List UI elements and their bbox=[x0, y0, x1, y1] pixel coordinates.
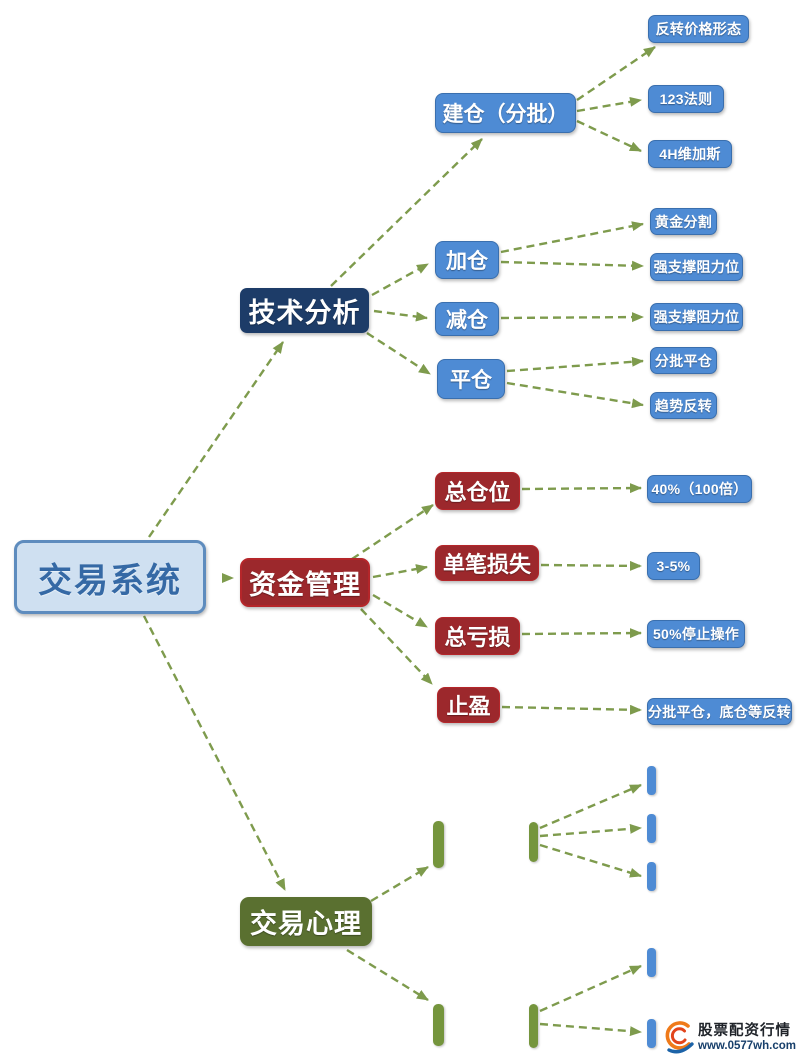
leaf-strong-support-resistance-2[interactable]: 强支撑阻力位 bbox=[650, 303, 743, 331]
leaf-reversal-price-pattern[interactable]: 反转价格形态 bbox=[648, 15, 749, 43]
leaf-trend-reversal[interactable]: 趋势反转 bbox=[650, 392, 717, 419]
node-total-position[interactable]: 总仓位 bbox=[435, 472, 520, 510]
leaf-strong-support-resistance-1[interactable]: 强支撑阻力位 bbox=[650, 253, 743, 281]
watermark-title: 股票配资行情 bbox=[698, 1022, 791, 1039]
node-reduce-position[interactable]: 减仓 bbox=[435, 302, 499, 336]
watermark: 股票配资行情 www.0577wh.com bbox=[662, 1019, 796, 1057]
collapsed-node-green-3[interactable] bbox=[433, 1004, 444, 1046]
collapsed-node-green-1[interactable] bbox=[433, 821, 444, 868]
leaf-4h-vegas[interactable]: 4H维加斯 bbox=[648, 140, 732, 168]
leaf-batch-close[interactable]: 分批平仓 bbox=[650, 347, 717, 374]
node-close-position[interactable]: 平仓 bbox=[437, 359, 505, 399]
node-total-loss[interactable]: 总亏损 bbox=[435, 617, 520, 655]
collapsed-leaf-blue-5[interactable] bbox=[647, 1019, 656, 1048]
node-open-position-batches[interactable]: 建仓（分批） bbox=[435, 93, 576, 133]
node-root[interactable]: 交易系统 bbox=[14, 540, 206, 614]
collapsed-leaf-blue-4[interactable] bbox=[647, 948, 656, 977]
node-take-profit[interactable]: 止盈 bbox=[437, 687, 500, 723]
node-single-trade-loss[interactable]: 单笔损失 bbox=[435, 545, 539, 581]
leaf-golden-ratio[interactable]: 黄金分割 bbox=[650, 208, 717, 235]
node-add-position[interactable]: 加仓 bbox=[435, 241, 499, 279]
leaf-3-5pct[interactable]: 3-5% bbox=[647, 552, 700, 580]
collapsed-leaf-blue-1[interactable] bbox=[647, 766, 656, 795]
collapsed-leaf-blue-3[interactable] bbox=[647, 862, 656, 891]
collapsed-node-green-2[interactable] bbox=[529, 822, 538, 862]
collapsed-leaf-blue-2[interactable] bbox=[647, 814, 656, 843]
branch-technical-analysis[interactable]: 技术分析 bbox=[240, 288, 369, 333]
brand-logo-icon bbox=[665, 1021, 694, 1054]
leaf-batch-close-base-wait-reversal[interactable]: 分批平仓，底仓等反转 bbox=[647, 698, 792, 725]
leaf-40pct-100x[interactable]: 40%（100倍） bbox=[647, 475, 752, 503]
leaf-50pct-stop-trading[interactable]: 50%停止操作 bbox=[647, 620, 745, 648]
branch-trading-psychology[interactable]: 交易心理 bbox=[240, 897, 372, 946]
leaf-123-rule[interactable]: 123法则 bbox=[648, 85, 724, 113]
watermark-url: www.0577wh.com bbox=[698, 1039, 796, 1052]
branch-money-management[interactable]: 资金管理 bbox=[240, 558, 370, 607]
collapsed-node-green-4[interactable] bbox=[529, 1004, 538, 1048]
